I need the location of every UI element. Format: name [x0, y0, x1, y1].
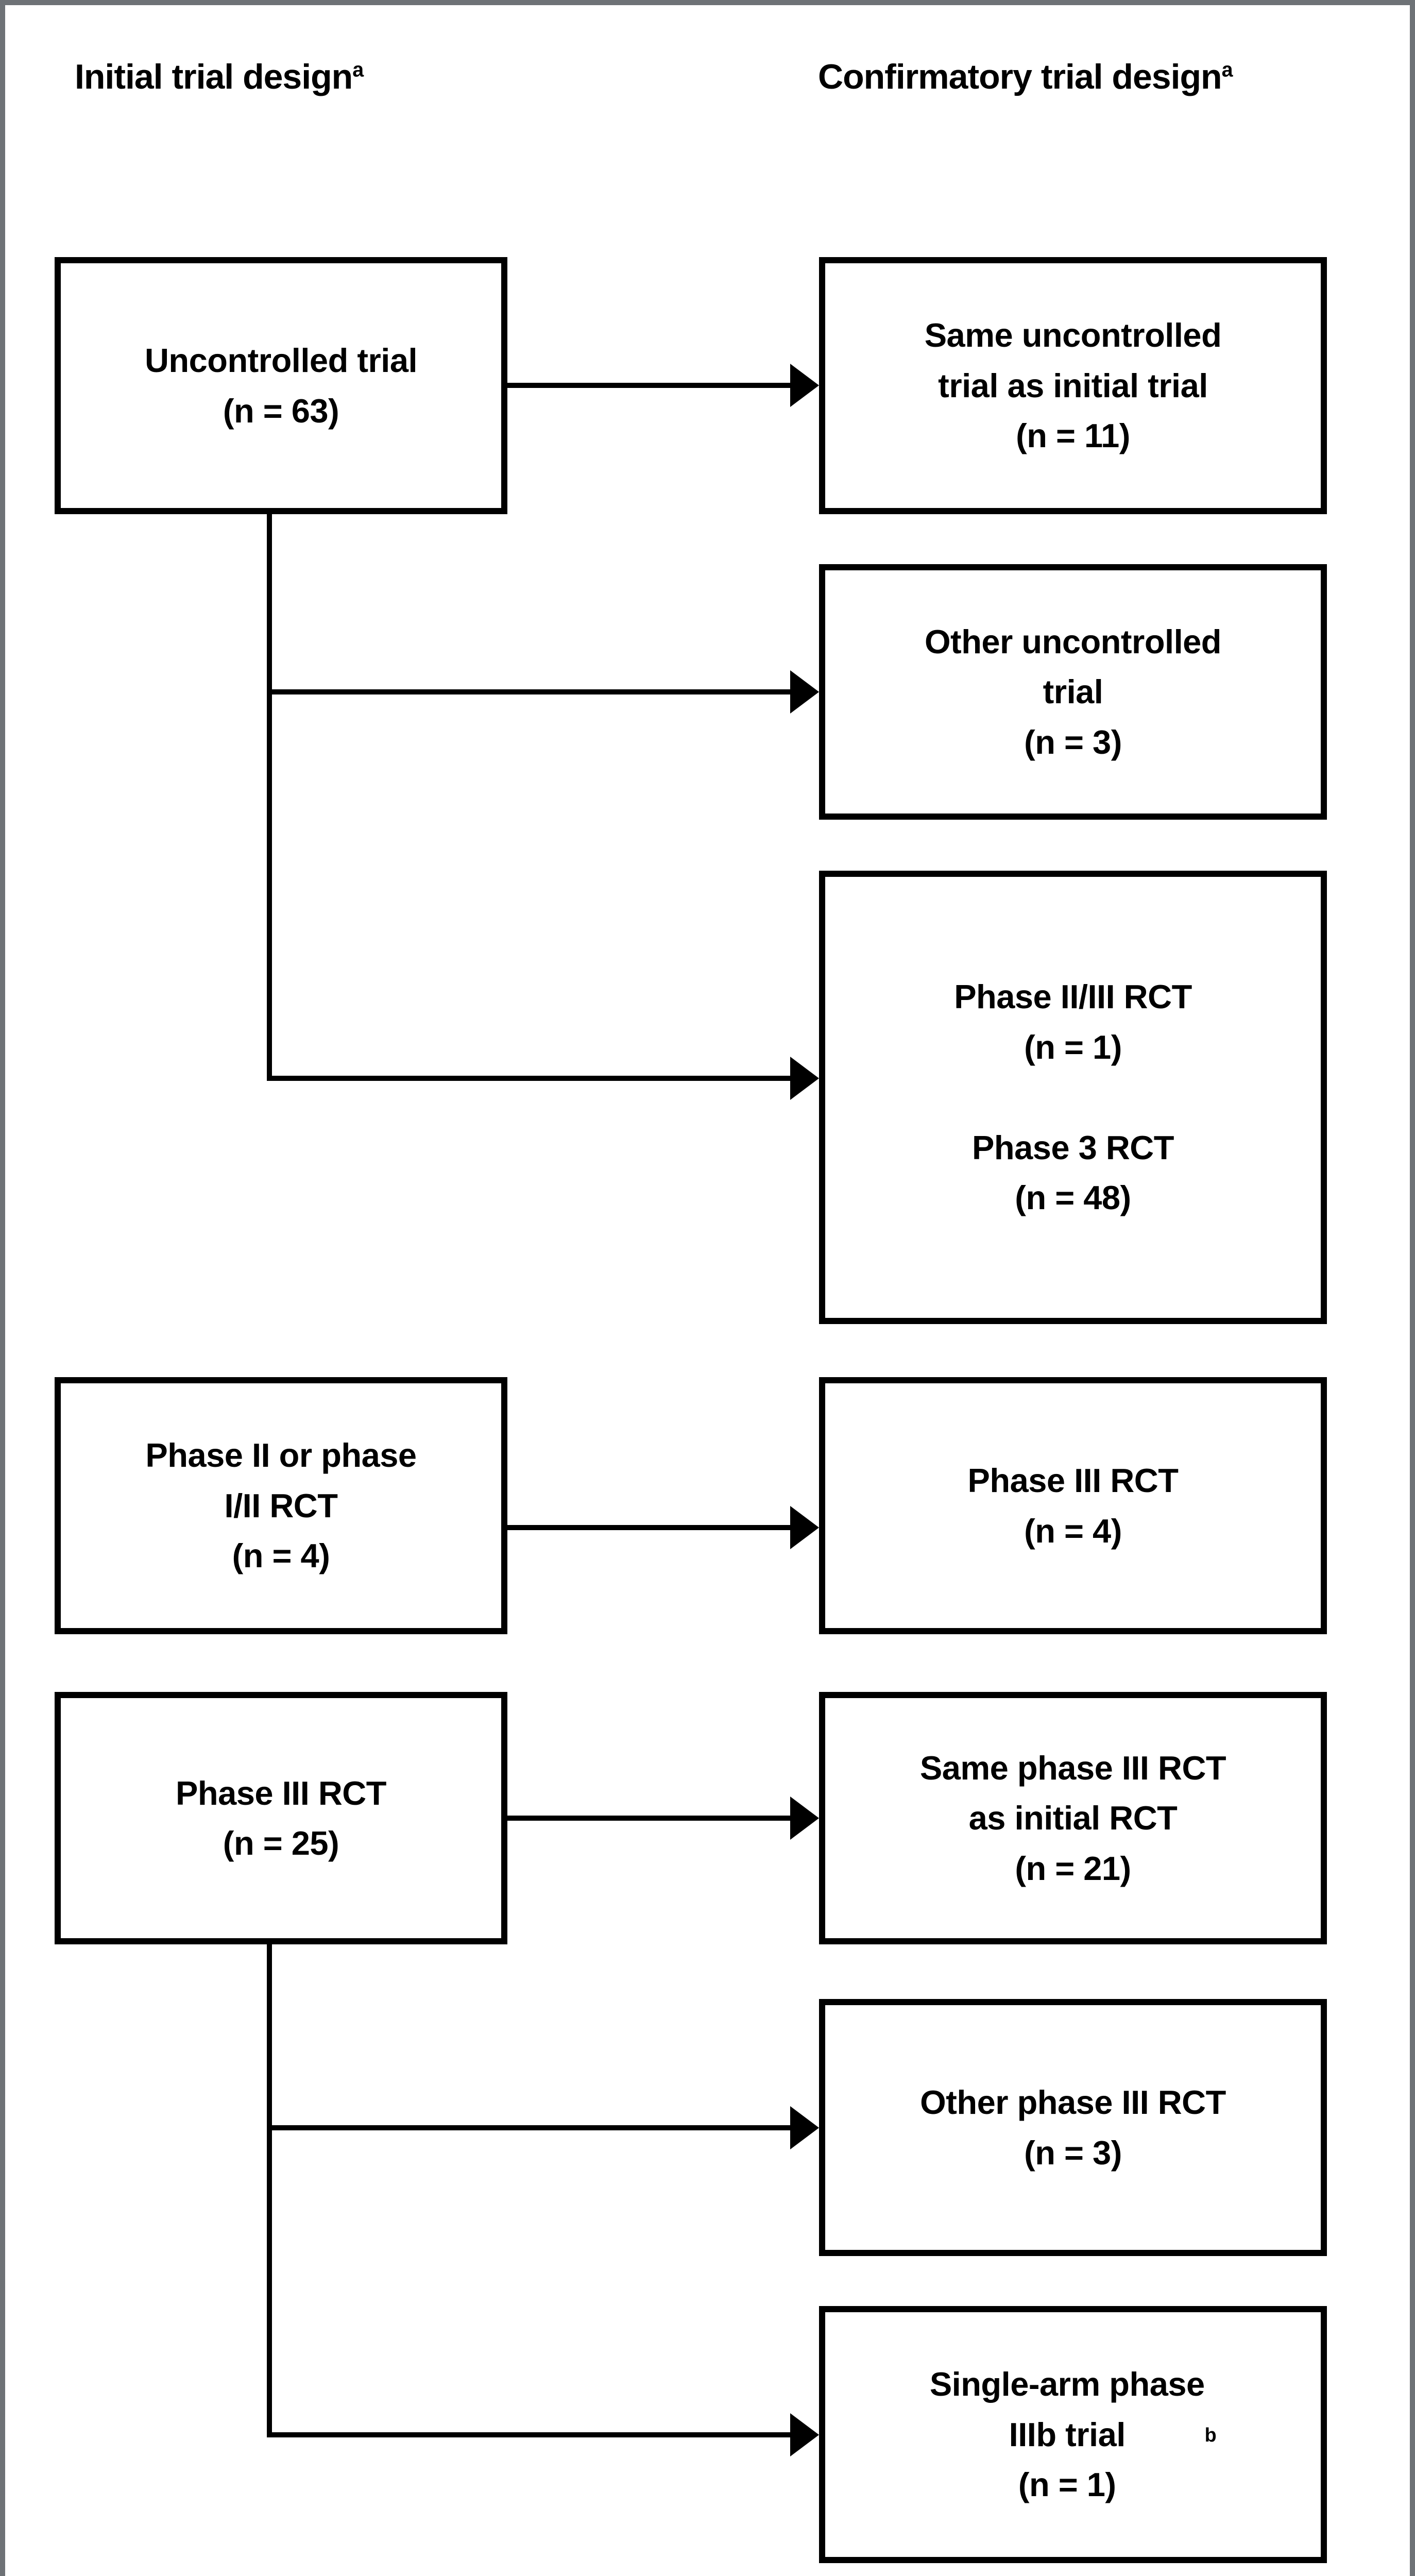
box-same-uncontrolled-trial-label: Same uncontrolled trial as initial trial…: [924, 316, 1222, 455]
box-phase3-rct-confirmatory: Phase III RCT (n = 4): [819, 1377, 1327, 1634]
box-phase3-rct-confirmatory-label: Phase III RCT (n = 4): [967, 1462, 1179, 1550]
box-same-uncontrolled-trial: Same uncontrolled trial as initial trial…: [819, 257, 1327, 514]
edge-phase3-to-other-arrowhead: [790, 2106, 819, 2149]
box-same-phase3-rct-label: Same phase III RCT as initial RCT (n = 2…: [919, 1749, 1226, 1887]
connector-layer: [267, 364, 819, 2456]
edge-phase3-to-singlearm-arrowhead: [790, 2413, 819, 2456]
box-phase2-3-and-phase3-rct: Phase II/III RCT (n = 1) Phase 3 RCT (n …: [819, 871, 1327, 1324]
edge-phase2-to-phase3-arrowhead: [790, 1506, 819, 1549]
box-phase2-or-phase1-2-rct: Phase II or phase I/II RCT (n = 4): [55, 1377, 507, 1634]
edge-phase3-to-same-arrowhead: [790, 1797, 819, 1840]
box-phase3-rct-label: Phase III RCT (n = 25): [176, 1774, 386, 1862]
box-phase3-rct: Phase III RCT (n = 25): [55, 1692, 507, 1944]
box-uncontrolled-trial-label: Uncontrolled trial (n = 63): [144, 342, 418, 430]
box-other-phase3-rct-label: Other phase III RCT (n = 3): [920, 2083, 1226, 2172]
box-other-phase3-rct: Other phase III RCT (n = 3): [819, 1999, 1327, 2256]
edge-uncontrolled-to-same-arrowhead: [790, 364, 819, 407]
box-single-arm-phase3b-trial-label: Single-arm phase IIIb trial (n = 1): [929, 2365, 1205, 2504]
edge-uncontrolled-to-other-arrowhead: [790, 670, 819, 714]
box-other-uncontrolled-trial-label: Other uncontrolled trial (n = 3): [925, 622, 1222, 761]
box-uncontrolled-trial: Uncontrolled trial (n = 63): [55, 257, 507, 514]
column-header-initial-text: Initial trial design: [75, 57, 353, 96]
footnote-marker-a: a: [1221, 58, 1233, 81]
column-header-confirmatory-text: Confirmatory trial design: [818, 57, 1222, 96]
column-header-confirmatory: Confirmatory trial designa: [818, 57, 1233, 97]
box-single-arm-phase3b-trial: Single-arm phase IIIb trial (n = 1)b: [819, 2306, 1327, 2563]
box-same-phase3-rct: Same phase III RCT as initial RCT (n = 2…: [819, 1692, 1327, 1944]
footnote-marker-a: a: [352, 58, 364, 81]
edge-uncontrolled-to-phase23-arrowhead: [790, 1057, 819, 1100]
column-header-initial: Initial trial designa: [75, 57, 364, 97]
box-phase2-or-phase1-2-rct-label: Phase II or phase I/II RCT (n = 4): [145, 1436, 417, 1575]
box-other-uncontrolled-trial: Other uncontrolled trial (n = 3): [819, 564, 1327, 820]
box-phase2-3-and-phase3-rct-label: Phase II/III RCT (n = 1) Phase 3 RCT (n …: [954, 978, 1192, 1217]
